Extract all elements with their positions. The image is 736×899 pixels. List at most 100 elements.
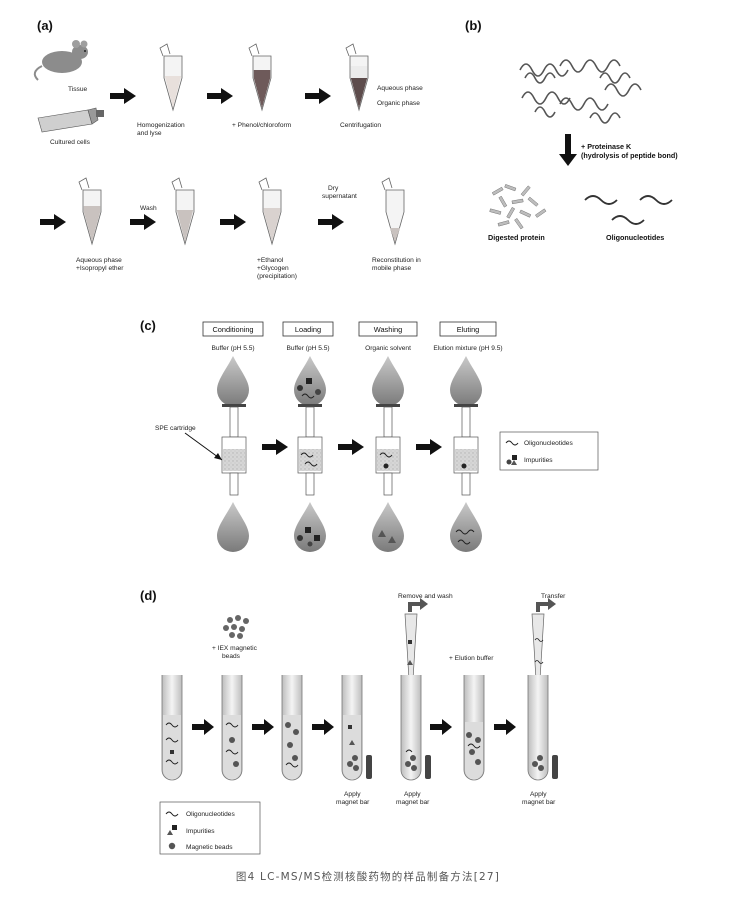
aqueous-isopropyl-line2: +Isopropyl ether [76,265,124,272]
drop-bottom-conditioning [217,502,249,552]
arrow-a1 [110,88,136,104]
apply-magnet-3-line1: Apply [530,791,547,798]
apply-magnet-2-line2: magnet bar [396,799,430,806]
step-title-washing: Washing [374,325,402,334]
step-sub-washing: Organic solvent [365,345,411,352]
panel-a-label: (a) [37,18,53,33]
test-tube-5 [400,675,422,781]
step-sub-loading: Buffer (pH 5.5) [286,345,329,352]
arrow-a5 [130,214,156,230]
drop-top-washing [372,356,404,406]
tube-wash [171,177,195,246]
reconstitution-line2: mobile phase [372,265,412,272]
iex-line2: beads [222,653,241,660]
impurities-legend-icon [506,455,517,465]
step-title-loading: Loading [295,325,321,334]
spe-pointer-arrow [184,432,223,461]
magnetic-beads-cluster [223,615,249,639]
oligo-legend-icon [505,440,519,446]
legend-d-impurities: Impurities [186,828,215,835]
legend-d-oligo: Oligonucleotides [186,811,235,818]
pipette-transfer [531,598,556,713]
step-sub-conditioning: Buffer (pH 5.5) [211,345,254,352]
test-tube-2 [221,675,243,781]
arrow-d5 [494,719,516,735]
oligo-bottom-eluting [455,529,475,545]
drop-top-conditioning [217,356,249,406]
legend-c-impurities: Impurities [524,457,553,464]
impurities-bottom-washing [378,530,396,543]
protein-structure-icon [519,59,642,124]
phenol-label: + Phenol/chloroform [232,122,292,129]
apply-magnet-2-line1: Apply [404,791,421,798]
apply-magnet-1-line2: magnet bar [336,799,370,806]
tissue-label: Tissue [68,86,88,93]
magnetic-bead-legend-icon [168,842,176,850]
arrow-c1 [262,439,288,455]
arrow-a6 [220,214,246,230]
legend-c [499,431,599,471]
aqueous-phase-label: Aqueous phase [377,85,423,92]
homogenization-line1: Homogenization [137,122,185,129]
cultured-cells-label: Cultured cells [50,139,91,146]
drop-bottom-washing [372,502,404,552]
step-box-eluting [439,321,497,337]
test-tube-7 [527,675,549,781]
spe-cartridge-label: SPE cartridge [155,425,196,432]
proteinase-line1: + Proteinase K [581,142,632,151]
panel-d-label: (d) [140,588,157,603]
test-tube-4 [341,675,363,781]
step-title-eluting: Eluting [457,325,480,334]
step-box-conditioning [202,321,264,337]
magnet-bar-3 [552,755,558,779]
centrifugation-label: Centrifugation [340,122,381,129]
arrow-c3 [416,439,442,455]
test-tube-3 [281,675,303,781]
spe-cartridge-2 [297,404,323,496]
digested-protein-icon [489,184,547,230]
arrow-d4 [430,719,452,735]
ethanol-line2: +Glycogen [257,265,289,272]
apply-magnet-3-line2: magnet bar [522,799,556,806]
spe-cartridge-3 [375,404,401,496]
tube-phenol [248,43,272,112]
homogenization-line2: and lyse [137,130,162,137]
arrow-d1 [192,719,214,735]
magnet-bar-2 [425,755,431,779]
legend-c-oligo: Oligonucleotides [524,440,573,447]
step-box-loading [282,321,334,337]
tube-homogenization [159,43,183,112]
tube-ethanol [258,177,282,246]
drop-top-eluting [450,356,482,406]
step-box-washing [358,321,418,337]
arrow-d2 [252,719,274,735]
remove-wash-label: Remove and wash [398,593,453,600]
arrow-a4 [40,214,66,230]
panel-b-label: (b) [465,18,482,33]
dry-supernatant-line2: supernatant [322,193,357,200]
oligo-legend-d-icon [165,811,179,817]
test-tube-1 [161,675,183,781]
impurities-legend-d-icon [167,825,177,835]
apply-magnet-1-line1: Apply [344,791,361,798]
arrow-a2 [207,88,233,104]
elution-buffer-label: + Elution buffer [449,655,494,662]
spe-cartridge-1 [221,404,247,496]
proteinase-line2: (hydrolysis of peptide bond) [581,151,678,160]
test-tube-6 [463,675,485,781]
tube-reconstitution [381,177,405,246]
magnet-bar-1 [366,755,372,779]
ethanol-line1: +Ethanol [257,257,284,264]
organic-phase-label: Organic phase [377,100,420,107]
down-arrow-b [559,134,577,166]
drop-bottom-eluting [450,502,482,552]
legend-d-beads: Magnetic beads [186,844,233,851]
aqueous-isopropyl-line1: Aqueous phase [76,257,122,264]
wash-label: Wash [140,205,157,212]
impurities-bottom-loading [297,527,320,547]
step-sub-eluting: Elution mixture (pH 9.5) [433,345,502,352]
arrow-c2 [338,439,364,455]
culture-flask-icon [37,107,104,133]
impurities-in-loading-drop [297,378,321,399]
panel-c-label: (c) [140,318,156,333]
